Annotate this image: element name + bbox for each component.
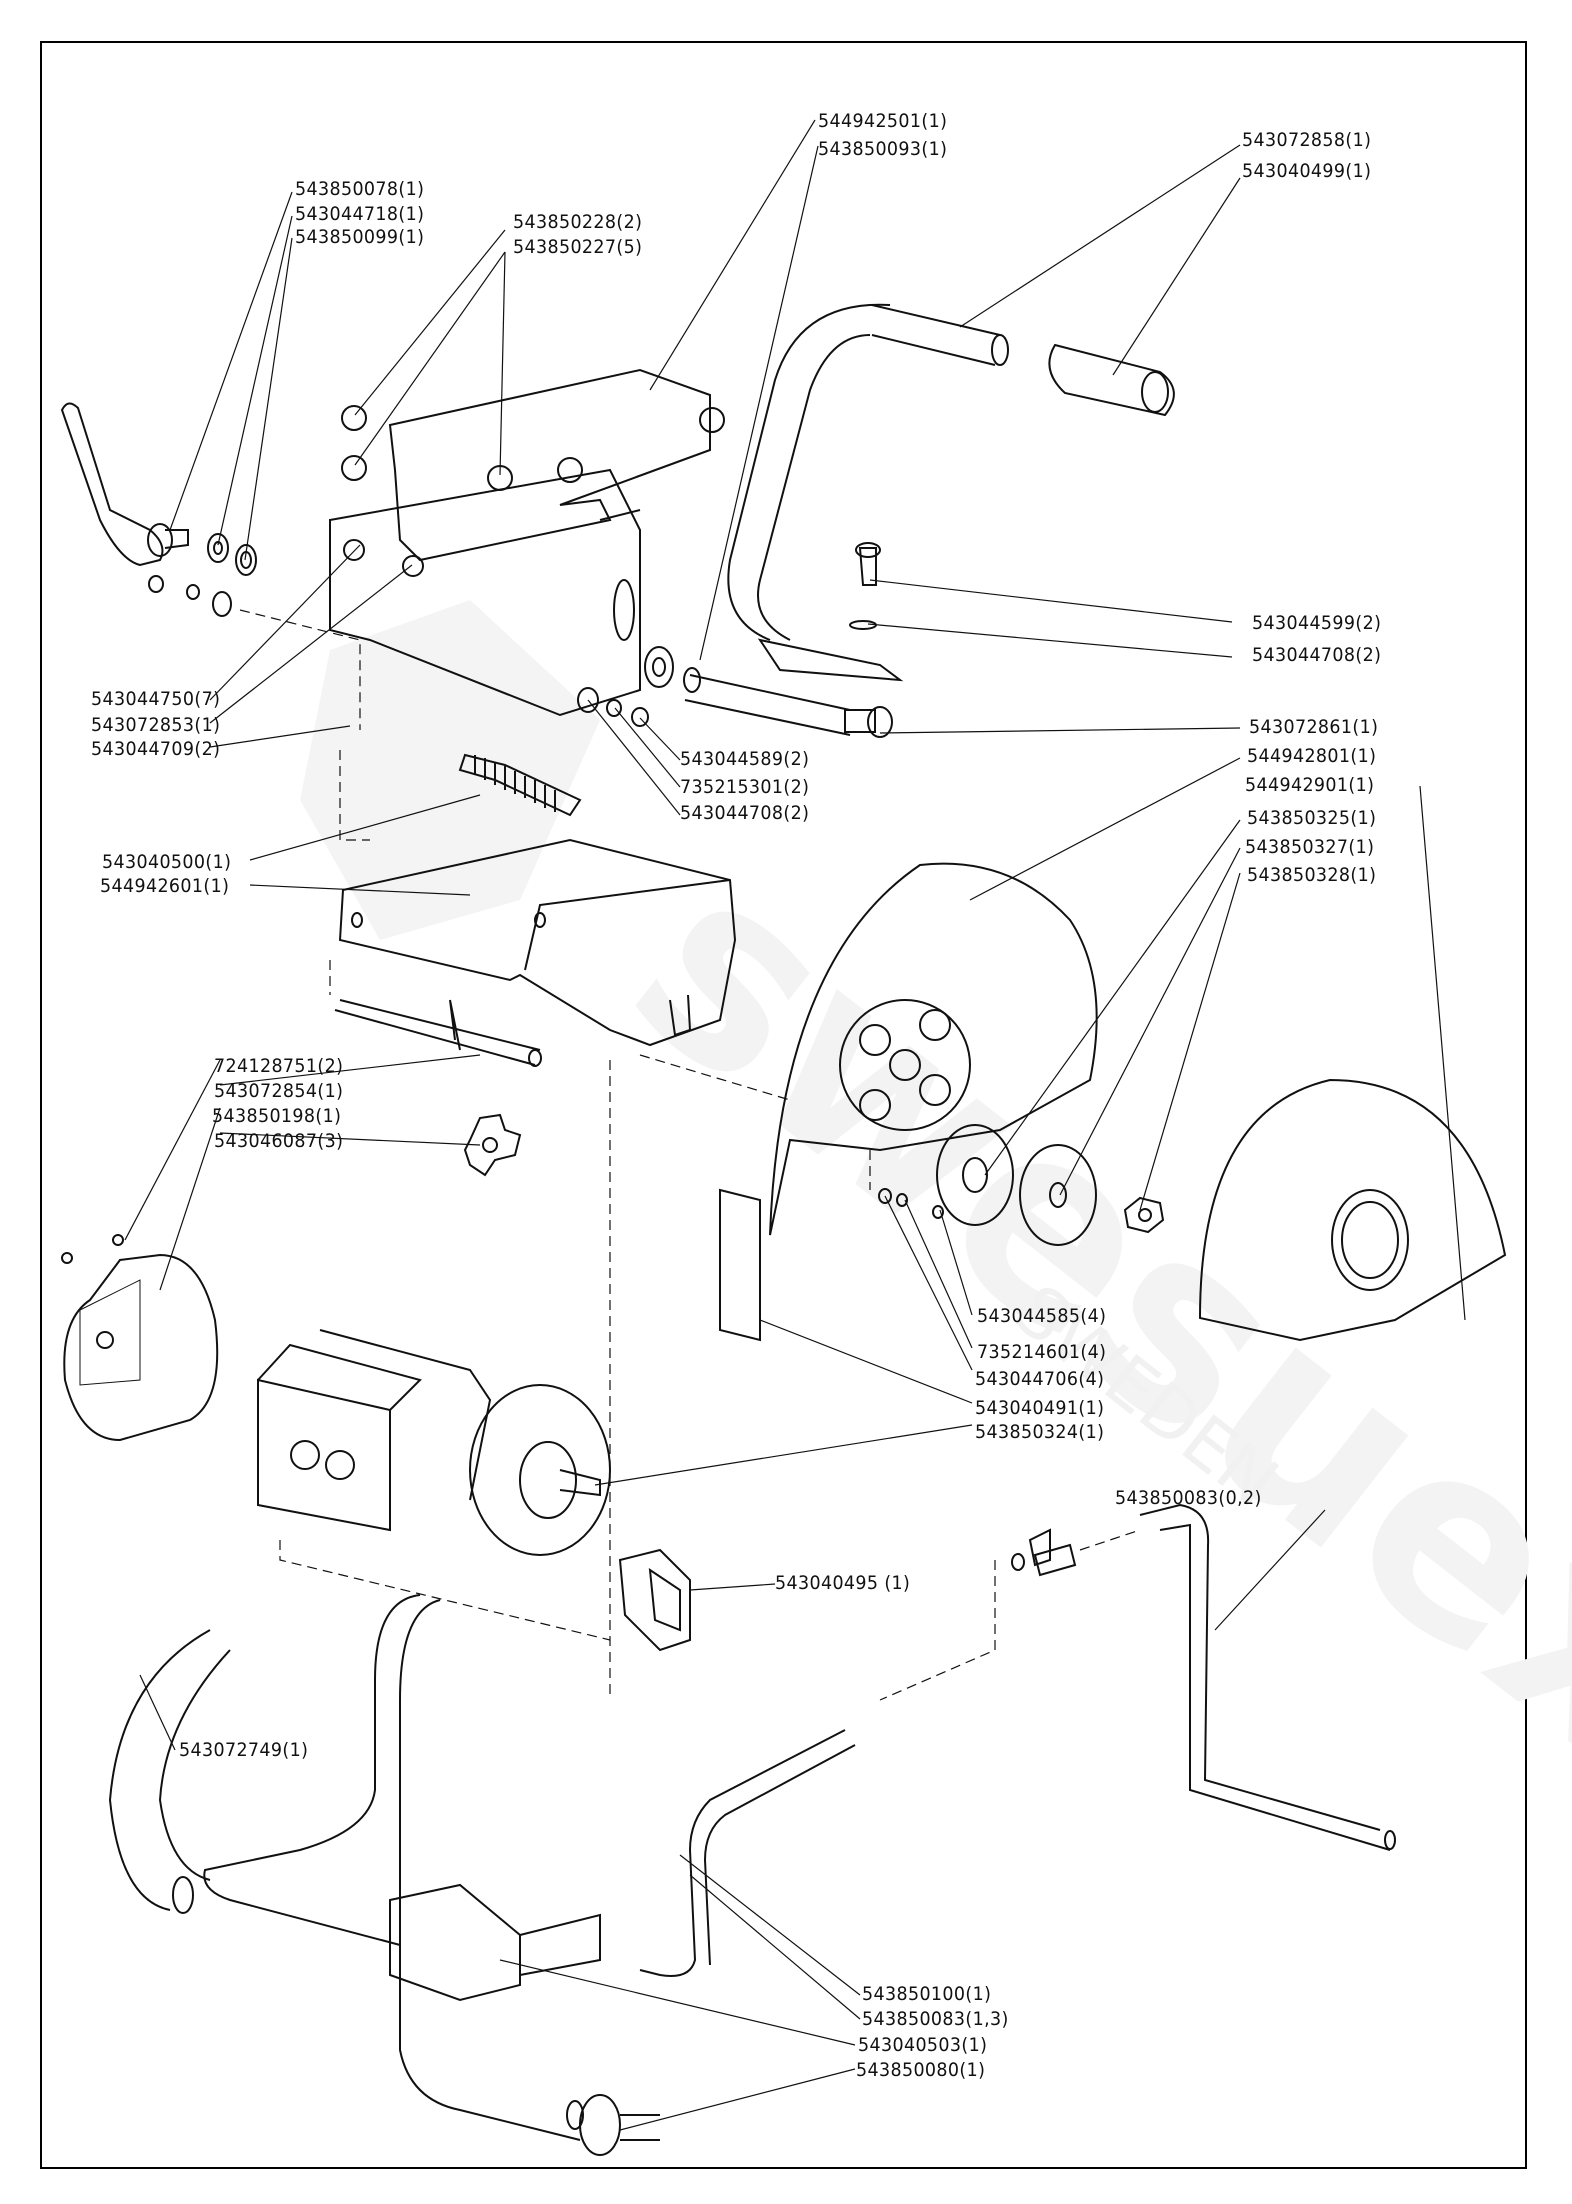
- fasteners-guard: [878, 1188, 944, 1219]
- part-label: 543040495 (1): [775, 1572, 911, 1594]
- part-label: 543044708(2): [680, 802, 810, 824]
- crank-handle-part: [60, 402, 189, 567]
- plate-part: [719, 1188, 761, 1342]
- motor-part: [257, 1329, 611, 1556]
- hose-middle: [639, 1729, 856, 1977]
- part-label: 543850083(1,3): [862, 2008, 1009, 2030]
- part-label: 544942901(1): [1245, 774, 1375, 796]
- switch-part: [618, 1548, 691, 1652]
- power-cable: [203, 1594, 581, 2141]
- junction-box-part: [389, 1883, 601, 2002]
- washers-left: [148, 533, 257, 617]
- part-label: 543850227(5): [513, 236, 643, 258]
- part-label: 724128751(2): [214, 1055, 344, 1077]
- fan-cover-part: [61, 1234, 219, 1442]
- hose-right: [1139, 1503, 1396, 1851]
- part-label: 543044585(4): [977, 1305, 1107, 1327]
- washers-bracket: [577, 646, 674, 727]
- part-label: 543850198(1): [212, 1105, 342, 1127]
- part-label: 544942601(1): [100, 875, 230, 897]
- knob-part: [463, 1113, 522, 1177]
- part-label: 543850325(1): [1247, 807, 1377, 829]
- handle-bar-part: [727, 303, 1175, 682]
- valve-part: [1011, 1528, 1077, 1577]
- part-label: 543072861(1): [1249, 716, 1379, 738]
- hose-left: [108, 1629, 231, 1914]
- rod-part: [334, 999, 542, 1067]
- part-label: 543850324(1): [975, 1421, 1105, 1443]
- part-label: 543850078(1): [295, 178, 425, 200]
- grinding-wheels: [936, 1124, 1165, 1246]
- part-label: 543072853(1): [91, 714, 221, 736]
- part-label: 543040499(1): [1242, 160, 1372, 182]
- blade-guard-rear: [769, 862, 1098, 1236]
- shaft-part: [683, 667, 893, 738]
- part-label: 735215301(2): [680, 776, 810, 798]
- part-label: 543044718(1): [295, 203, 425, 225]
- part-label: 543850327(1): [1245, 836, 1375, 858]
- part-label: 543044599(2): [1252, 612, 1382, 634]
- blade-guard-front: [1198, 1078, 1507, 1342]
- part-label: 543072749(1): [179, 1739, 309, 1761]
- part-label: 543072858(1): [1242, 129, 1372, 151]
- part-label: 543040503(1): [858, 2034, 988, 2056]
- spring-part: [458, 753, 582, 817]
- assembly-lines: [239, 609, 1141, 1701]
- part-label: 543044709(2): [91, 738, 221, 760]
- part-label: 543046087(3): [214, 1130, 344, 1152]
- part-label: 544942801(1): [1247, 745, 1377, 767]
- plug-part: [566, 2094, 660, 2156]
- part-label: 543850228(2): [513, 211, 643, 233]
- part-label: 543044708(2): [1252, 644, 1382, 666]
- part-label: 543044750(7): [91, 688, 221, 710]
- part-label: 735214601(4): [977, 1341, 1107, 1363]
- part-label: 543072854(1): [214, 1080, 344, 1102]
- upper-bracket-part: [329, 368, 725, 717]
- part-label: 543850100(1): [862, 1983, 992, 2005]
- part-label: 543850099(1): [295, 226, 425, 248]
- part-label: 543850080(1): [856, 2059, 986, 2081]
- bolt-washer-right: [849, 542, 881, 630]
- part-label: 543850083(0,2): [1115, 1487, 1262, 1509]
- part-label: 543044706(4): [975, 1368, 1105, 1390]
- drawing-frame: [40, 41, 1527, 2169]
- part-label: 543040491(1): [975, 1397, 1105, 1419]
- part-label: 543044589(2): [680, 748, 810, 770]
- lower-plate-part: [338, 838, 737, 1051]
- part-label: 543040500(1): [102, 851, 232, 873]
- part-label: 543850093(1): [818, 138, 948, 160]
- part-label: 543850328(1): [1247, 864, 1377, 886]
- part-label: 544942501(1): [818, 110, 948, 132]
- leader-lines: [124, 119, 1466, 2131]
